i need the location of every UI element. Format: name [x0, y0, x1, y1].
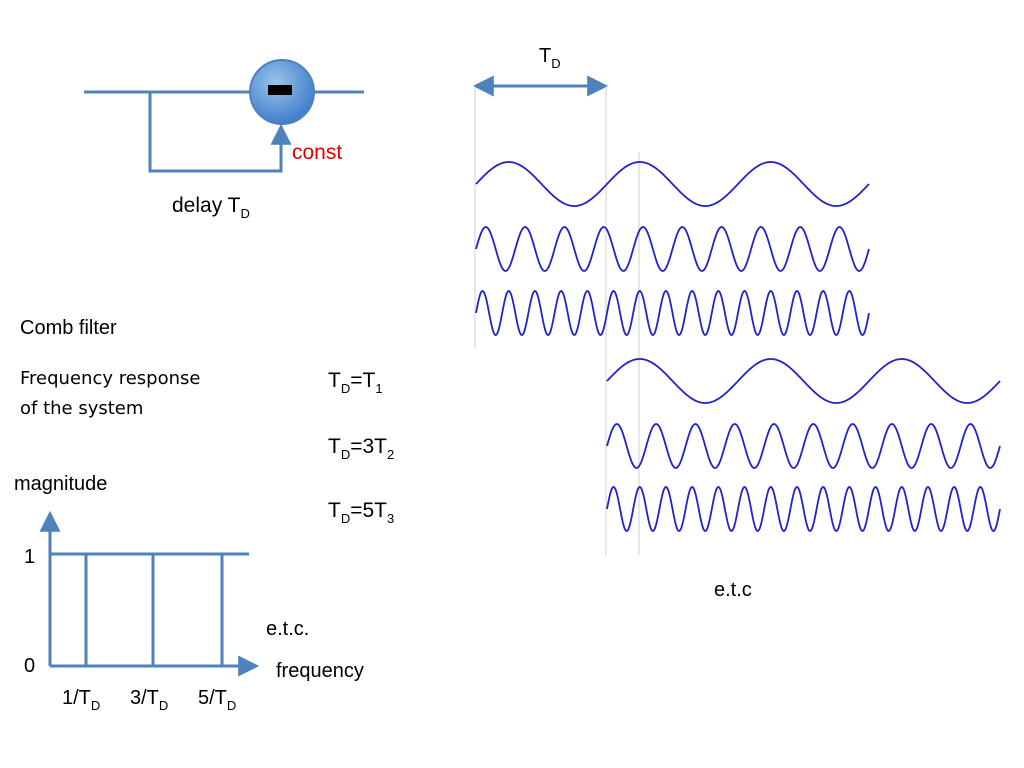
delay-path	[148, 92, 292, 173]
waveforms	[475, 161, 1001, 532]
frequency-label: frequency	[276, 660, 364, 682]
y-tick-0: 0	[24, 655, 36, 677]
y-tick-1: 1	[24, 546, 36, 568]
sine-wave-top-1	[475, 161, 870, 207]
block-diagram	[84, 90, 364, 173]
delay-label: delay TD	[172, 194, 250, 221]
sine-wave-bottom-2	[606, 423, 1001, 469]
waves-etc-label: e.t.c	[714, 579, 752, 601]
magnitude-label: magnitude	[14, 473, 108, 495]
x-tick-label: 3/TD	[130, 687, 169, 713]
x-tick-label: 5/TD	[198, 687, 237, 713]
sine-wave-bottom-3	[606, 486, 1001, 532]
equation-1: TD=T1	[328, 369, 383, 396]
magnitude-plot	[39, 510, 260, 677]
comb-filter-title: Comb filter	[20, 317, 117, 339]
minus-sign-icon	[268, 85, 292, 95]
freq-response-line-2: of the system	[20, 398, 144, 419]
equation-2: TD=3T2	[328, 435, 395, 462]
equation-3: TD=5T3	[328, 499, 395, 526]
sine-wave-top-3	[475, 290, 870, 336]
x-tick-label: 1/TD	[62, 687, 101, 713]
freq-response-line-1: Frequency response	[20, 368, 201, 389]
sine-wave-bottom-1	[606, 358, 1001, 404]
period-label: TD	[539, 45, 561, 71]
const-label: const	[292, 141, 343, 164]
sine-wave-top-2	[475, 226, 870, 272]
plot-etc-label: e.t.c.	[266, 618, 310, 640]
